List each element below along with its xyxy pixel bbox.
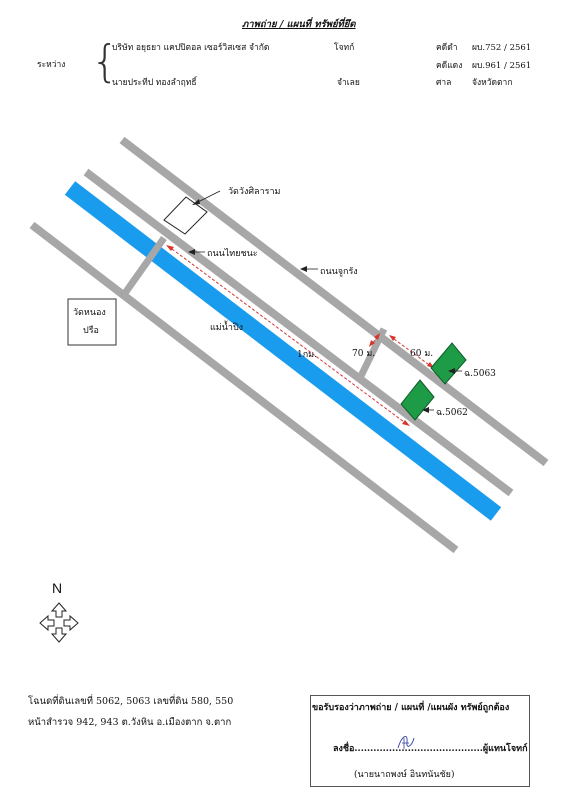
- case-black-no: ผบ.752 / 2561: [472, 43, 532, 53]
- arrow-chukriang: [300, 266, 318, 272]
- deed-info-line2: หน้าสำรวจ 942, 943 ต.วังหิน อ.เมืองตาก จ…: [28, 717, 232, 728]
- deed-info-line1: โฉนดที่ดินเลขที่ 5062, 5063 เลขที่ดิน 58…: [28, 696, 234, 707]
- parcel-5063-label: ฉ.5063: [464, 369, 496, 379]
- arrow-thaichana: [188, 249, 205, 255]
- road-thaichana-label: ถนนไทยชนะ: [207, 249, 258, 259]
- temple-nongpluea-label-line1: วัดหนอง: [73, 308, 106, 318]
- compass-arrows-icon: [39, 602, 79, 643]
- court-label: ศาล: [436, 78, 452, 88]
- case-black-label: คดีดำ: [436, 43, 458, 53]
- between-label: ระหว่าง: [37, 60, 66, 70]
- case-red-no: ผบ.961 / 2561: [472, 61, 532, 71]
- road-lower: [29, 221, 459, 554]
- road-middle: [83, 168, 514, 497]
- defendant-name: นายประทีป ทองลำฤทธิ์: [112, 78, 197, 88]
- court-name: จังหวัดตาก: [472, 78, 513, 88]
- distance-1km-label: 1กม.: [297, 350, 317, 360]
- road-chukriang-label: ถนนจูกรัง: [320, 267, 358, 277]
- distance-60m-label: 60 ม.: [410, 349, 434, 359]
- road-thaichana-connector: [120, 235, 167, 299]
- signature-suffix: ผู้แทนโจทก์: [482, 744, 528, 754]
- temple-nongpluea-label-line2: ปรือ: [83, 326, 99, 336]
- plaintiff-name: บริษัท อยุธยา แคปปิตอล เซอร์วิสเซส จำกัด: [112, 43, 270, 53]
- parcel-5062-label: ฉ.5062: [436, 408, 468, 418]
- road-upper: [119, 136, 549, 467]
- plaintiff-role: โจทก์: [334, 43, 355, 53]
- certification-title: ขอรับรองว่าภาพถ่าย / แผนที่ /แผนผัง ทรัพ…: [312, 703, 510, 713]
- distance-70m-label: 70 ม.: [352, 349, 376, 359]
- signature-prefix: ลงชื่อ..................................…: [333, 744, 483, 754]
- arrow-wangsilaram: [192, 190, 221, 205]
- parcel-5063: [430, 342, 467, 385]
- case-red-label: คดีแดง: [436, 61, 463, 71]
- brace-icon: {: [91, 36, 119, 87]
- temple-wangsilaram-marker: [163, 196, 208, 235]
- temple-wangsilaram-label: วัดวังศิลาราม: [228, 187, 281, 197]
- arrow-parcel-5063: [448, 368, 462, 374]
- certification-box: [310, 695, 530, 787]
- ping-river: [64, 181, 502, 521]
- signature-line: ลงชื่อ..................................…: [333, 741, 528, 755]
- signer-name: (นายนาถพงษ์ อินทนันชัย): [354, 770, 455, 780]
- arrow-parcel-5062: [422, 407, 434, 413]
- road-access-connector: [357, 327, 388, 378]
- distance-70m-line: [369, 333, 380, 347]
- distance-1km-line: [166, 245, 410, 426]
- map-title: ภาพถ่าย / แผนที่ ทรัพย์ที่ยึด: [242, 19, 356, 30]
- defendant-role: จำเลย: [337, 78, 360, 88]
- temple-nongpluea-box: [67, 298, 117, 346]
- parcel-5062: [400, 379, 435, 421]
- compass-north-label: N: [52, 580, 63, 596]
- river-label: แม่น้ำปิง: [210, 323, 244, 333]
